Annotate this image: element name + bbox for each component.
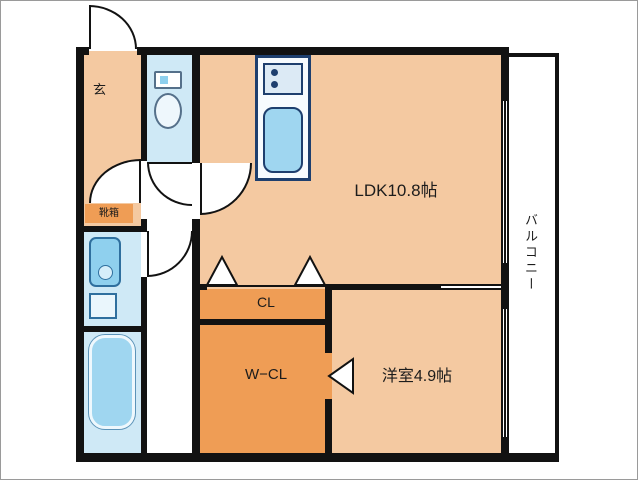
balcony-railing bbox=[555, 53, 559, 453]
washroom-door-arc-icon bbox=[147, 231, 193, 277]
western-room-label: 洋室4.9帖 bbox=[381, 368, 453, 385]
toilet-bowl-icon bbox=[154, 93, 182, 129]
wall-segment bbox=[76, 326, 147, 332]
window-pane-line bbox=[504, 309, 506, 437]
wall-segment bbox=[192, 319, 332, 325]
washing-machine-drum-icon bbox=[98, 265, 113, 280]
wall-segment bbox=[192, 47, 200, 163]
closet-label: CL bbox=[257, 294, 275, 310]
stove-icon bbox=[263, 63, 303, 95]
walk-in-closet-label: W−CL bbox=[244, 366, 288, 383]
toilet-flush-icon bbox=[160, 76, 168, 84]
wall-segment bbox=[192, 219, 200, 453]
toilet-tank-icon bbox=[154, 71, 182, 89]
walk-in-closet-floor bbox=[200, 325, 332, 454]
genkan-label: 玄 bbox=[93, 82, 107, 97]
wall-segment bbox=[76, 226, 147, 232]
western-room-floor bbox=[332, 289, 501, 454]
wall-segment bbox=[501, 47, 509, 101]
entrance-door-arc-icon bbox=[89, 5, 137, 49]
ldk-label: LDK10.8帖 bbox=[354, 181, 438, 200]
washing-machine-icon bbox=[89, 237, 121, 287]
wall-segment bbox=[325, 399, 332, 453]
balcony-label: バルコニー bbox=[523, 213, 538, 293]
toilet-door-arc-icon bbox=[147, 162, 192, 206]
window-pane-line bbox=[504, 101, 506, 263]
wall-segment bbox=[76, 47, 84, 462]
stove-burner-dot bbox=[271, 69, 278, 76]
wall-segment bbox=[501, 437, 509, 462]
western-room-window-icon bbox=[501, 309, 509, 437]
wall-segment bbox=[501, 263, 509, 309]
wall-segment bbox=[141, 277, 147, 453]
stove-burner-dot bbox=[271, 81, 278, 88]
wall-segment bbox=[76, 453, 559, 462]
wall-segment bbox=[192, 284, 207, 290]
shoebox-label: 靴箱 bbox=[85, 204, 133, 223]
closet-door-track-line bbox=[207, 285, 325, 287]
balcony-floor bbox=[509, 57, 555, 453]
wall-segment bbox=[141, 219, 147, 231]
kitchen-sink-icon bbox=[263, 107, 303, 173]
wall-segment bbox=[141, 47, 147, 161]
ldk-window-icon bbox=[501, 101, 509, 263]
balcony-wall-top bbox=[509, 53, 559, 57]
washer-pan-icon bbox=[89, 293, 117, 319]
wall-segment bbox=[325, 325, 332, 353]
wall-segment bbox=[325, 284, 332, 325]
bathtub-icon bbox=[89, 335, 135, 429]
wall-segment bbox=[137, 47, 509, 55]
wall-segment bbox=[325, 284, 441, 290]
sliding-door-icon bbox=[441, 284, 501, 290]
